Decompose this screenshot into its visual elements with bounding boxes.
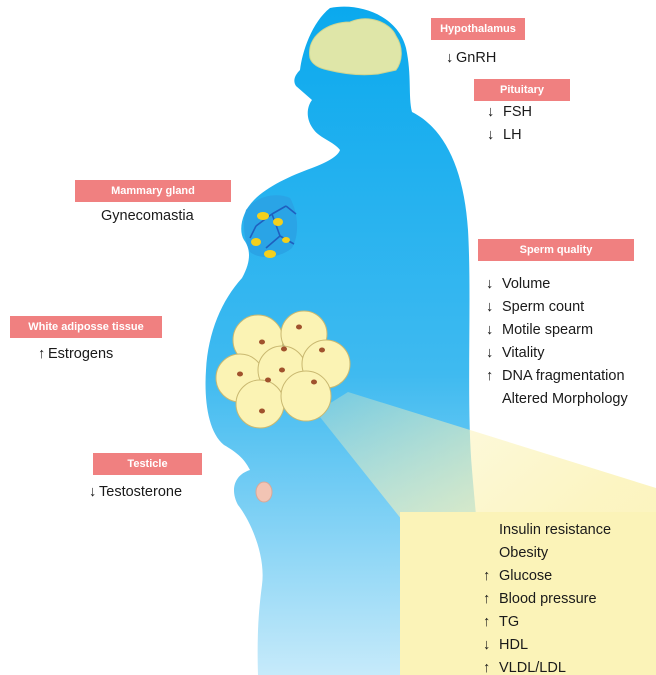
sperm-quality-items: ↓Volume ↓Sperm count ↓Motile spearm ↓Vit… <box>486 273 628 411</box>
metabolic-items: Insulin resistance Obesity ↑Glucose ↑Blo… <box>483 519 611 675</box>
sperm-count-item: ↓Sperm count <box>486 296 628 319</box>
gynecomastia-item: Gynecomastia <box>101 205 194 228</box>
pituitary-items: ↓FSH ↓LH <box>487 101 532 147</box>
mammary-gland-label: Mammary gland <box>75 180 231 202</box>
vitality-item: ↓Vitality <box>486 342 628 365</box>
dna-fragmentation-item: ↑DNA fragmentation <box>486 365 628 388</box>
adipose-tissue-label: White adiposse tissue <box>10 316 162 338</box>
mammary-gland-icon <box>244 195 297 258</box>
sperm-quality-label: Sperm quality <box>478 239 634 261</box>
testicle-icon <box>256 482 272 502</box>
insulin-resistance-item: Insulin resistance <box>483 519 611 542</box>
fsh-item: ↓FSH <box>487 101 532 124</box>
gnrh-item: ↓GnRH <box>446 47 496 70</box>
hypothalamus-label: Hypothalamus <box>431 18 525 40</box>
vldl-ldl-item: ↑VLDL/LDL <box>483 657 611 675</box>
testicle-label: Testicle <box>93 453 202 475</box>
motile-sperm-item: ↓Motile spearm <box>486 319 628 342</box>
lh-item: ↓LH <box>487 124 532 147</box>
testosterone-item: ↓Testosterone <box>89 481 182 504</box>
obesity-item: Obesity <box>483 542 611 565</box>
volume-item: ↓Volume <box>486 273 628 296</box>
tg-item: ↑TG <box>483 611 611 634</box>
estrogens-item: ↑Estrogens <box>38 343 113 366</box>
glucose-item: ↑Glucose <box>483 565 611 588</box>
blood-pressure-item: ↑Blood pressure <box>483 588 611 611</box>
hdl-item: ↓HDL <box>483 634 611 657</box>
altered-morphology-item: Altered Morphology <box>486 388 628 411</box>
pituitary-label: Pituitary <box>474 79 570 101</box>
